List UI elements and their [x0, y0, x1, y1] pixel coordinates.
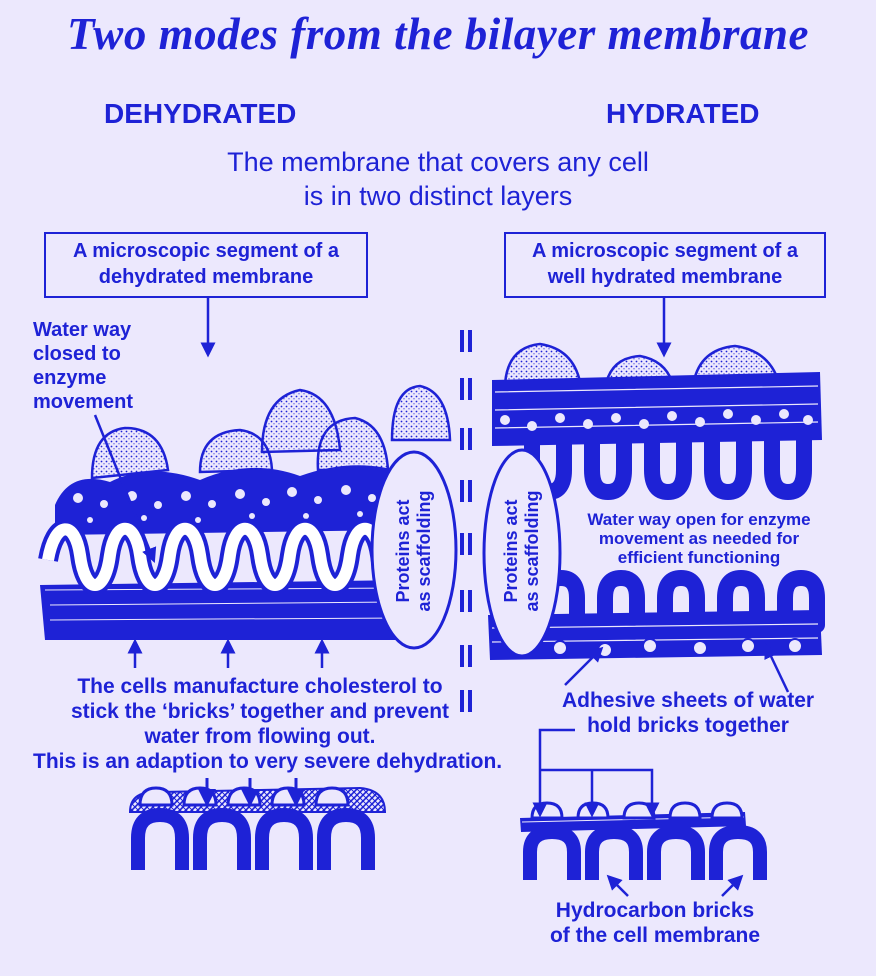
subtitle-line-1: The membrane that covers any cell — [0, 145, 876, 179]
severe-dehydration-detail — [130, 778, 385, 870]
hydrocarbon-line-2: of the cell membrane — [530, 923, 780, 948]
water-way-closed-label: Water way closed to enzyme movement — [33, 318, 133, 414]
right-upper-tails — [532, 440, 804, 492]
adhesive-line-1: Adhesive sheets of water — [548, 688, 828, 713]
divider-bars — [460, 330, 472, 712]
adaption-label: This is an adaption to very severe dehyd… — [33, 750, 502, 774]
proteins-left-line-2: as scaffolding — [414, 481, 435, 621]
water-way-closed-line-4: movement — [33, 390, 133, 414]
hydrocarbon-line-1: Hydrocarbon bricks — [530, 898, 780, 923]
hydrocarbon-label: Hydrocarbon bricks of the cell membrane — [530, 898, 780, 948]
dehydrated-segment-box: A microscopic segment of a dehydrated me… — [44, 232, 368, 298]
cholesterol-line-2: stick the ‘bricks’ together and prevent — [60, 699, 460, 724]
cholesterol-label: The cells manufacture cholesterol to sti… — [60, 674, 460, 749]
water-way-closed-line-3: enzyme — [33, 366, 133, 390]
proteins-scaffolding-right: Proteins act as scaffolding — [501, 481, 543, 621]
adhesive-label: Adhesive sheets of water hold bricks tog… — [548, 688, 828, 738]
water-way-open-line-1: Water way open for enzyme — [574, 510, 824, 529]
proteins-right-line-1: Proteins act — [501, 481, 522, 621]
water-way-open-label: Water way open for enzyme movement as ne… — [574, 510, 824, 567]
cholesterol-line-1: The cells manufacture cholesterol to — [60, 674, 460, 699]
proteins-scaffolding-left: Proteins act as scaffolding — [393, 481, 435, 621]
page-title: Two modes from the bilayer membrane — [0, 8, 876, 60]
subtitle-line-2: is in two distinct layers — [0, 179, 876, 213]
hydrated-detail — [520, 730, 760, 896]
water-way-open-line-3: efficient functioning — [574, 548, 824, 567]
hydrated-box-line-2: well hydrated membrane — [506, 264, 824, 290]
dehydrated-heading: DEHYDRATED — [104, 98, 296, 130]
hydrated-segment-box: A microscopic segment of a well hydrated… — [504, 232, 826, 298]
subtitle: The membrane that covers any cell is in … — [0, 145, 876, 213]
water-way-open-line-2: movement as needed for — [574, 529, 824, 548]
hydrated-heading: HYDRATED — [606, 98, 759, 130]
proteins-left-line-1: Proteins act — [393, 481, 414, 621]
water-way-closed-line-1: Water way — [33, 318, 133, 342]
water-way-closed-line-2: closed to — [33, 342, 133, 366]
hydrated-box-line-1: A microscopic segment of a — [506, 238, 824, 264]
dehydrated-box-line-2: dehydrated membrane — [46, 264, 366, 290]
adhesive-line-2: hold bricks together — [548, 713, 828, 738]
proteins-right-line-2: as scaffolding — [522, 481, 543, 621]
cholesterol-line-3: water from flowing out. — [60, 724, 460, 749]
dehydrated-box-line-1: A microscopic segment of a — [46, 238, 366, 264]
